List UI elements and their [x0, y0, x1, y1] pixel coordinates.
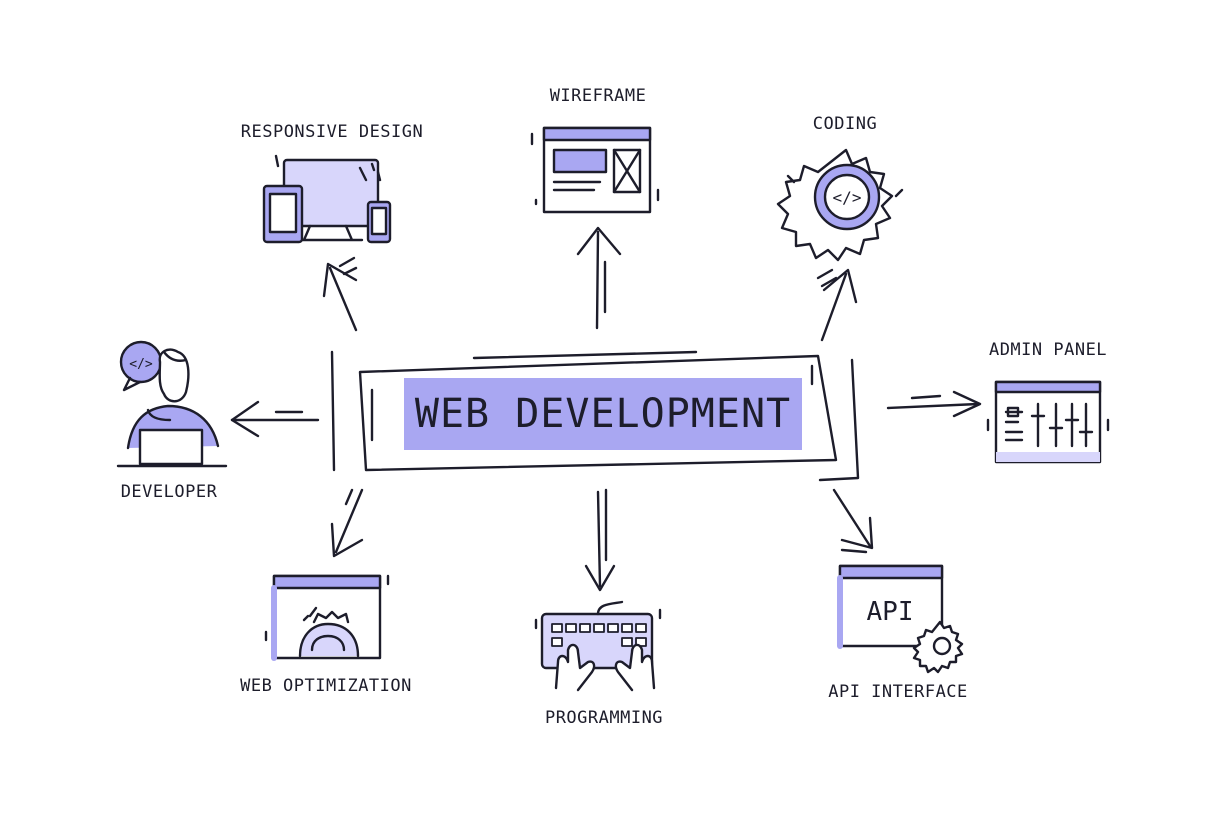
- label-responsive-design: RESPONSIVE DESIGN: [240, 122, 424, 142]
- label-wireframe: WIREFRAME: [549, 86, 647, 106]
- label-developer: DEVELOPER: [120, 482, 218, 502]
- arrow-to-developer: [230, 400, 320, 438]
- arrow-to-programming: [584, 488, 616, 592]
- arrow-to-admin-panel: [886, 390, 982, 418]
- keyboard-hands-icon: [534, 600, 662, 692]
- arrow-to-wireframe: [576, 226, 622, 330]
- label-web-optimization: WEB OPTIMIZATION: [240, 676, 412, 696]
- label-admin-panel: ADMIN PANEL: [988, 340, 1108, 360]
- code-symbol: </>: [129, 357, 153, 372]
- api-window-icon: API: [837, 564, 964, 674]
- label-api-interface: API INTERFACE: [828, 682, 968, 702]
- label-programming: PROGRAMMING: [544, 708, 664, 728]
- sliders-window-icon: [986, 380, 1110, 464]
- devices-icon: [262, 154, 392, 244]
- arrow-to-web-optimization: [330, 488, 364, 558]
- label-coding: CODING: [812, 114, 878, 134]
- center-box: [330, 350, 860, 482]
- center-title: WEB DEVELOPMENT: [414, 391, 792, 437]
- code-symbol: </>: [833, 188, 862, 207]
- api-text: API: [867, 597, 914, 627]
- wireframe-window-icon: [530, 126, 660, 214]
- arrow-to-coding: [816, 268, 858, 342]
- arrow-to-api-interface: [832, 488, 874, 554]
- gear-window-icon: [264, 574, 390, 661]
- developer-laptop-icon: </>: [116, 340, 228, 468]
- arrow-to-responsive-design: [322, 256, 358, 332]
- code-gear-icon: </>: [776, 148, 904, 262]
